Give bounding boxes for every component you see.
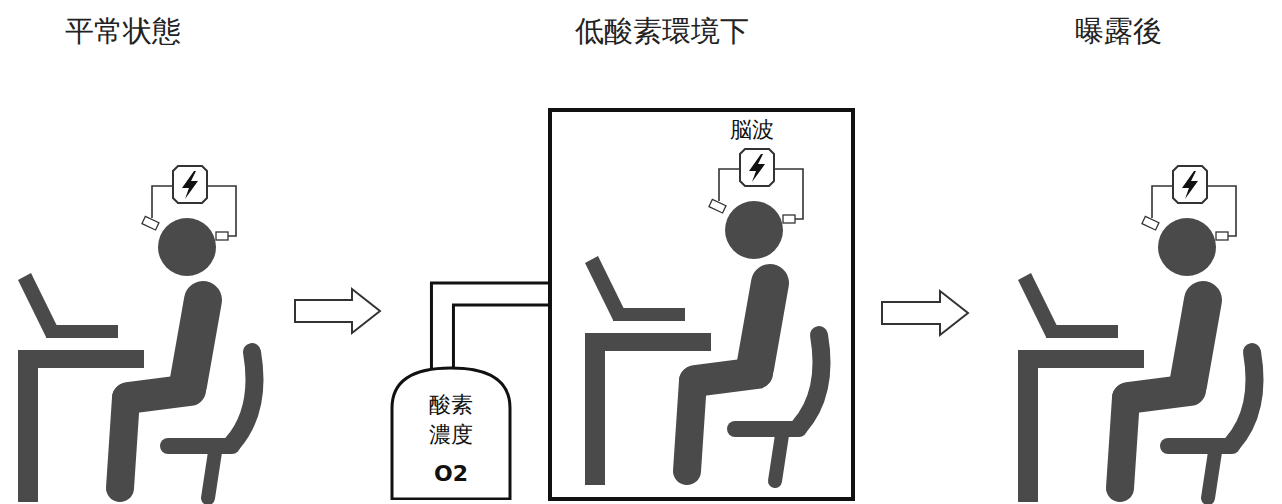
block-arrow [882, 291, 968, 335]
panel-heading: 曝露後 [1075, 12, 1162, 52]
panel-heading: 低酸素環境下 [575, 12, 749, 52]
tank-label: 酸素 濃度 [427, 390, 475, 449]
person-figure [585, 149, 822, 485]
gas-pipe [442, 294, 552, 378]
panel-heading: 平常状態 [65, 12, 181, 52]
gas-formula: O2 [390, 459, 512, 489]
oxygen-tank: 酸素 濃度 O2 [390, 366, 512, 500]
person-figure [1018, 166, 1255, 502]
hypoxia-chamber: 脳波 [548, 108, 855, 501]
block-arrow [295, 289, 380, 333]
person-figure [18, 166, 255, 502]
pipe-bore [442, 294, 552, 378]
pipe-wall [442, 294, 550, 374]
eeg-label: 脳波 [730, 115, 774, 145]
